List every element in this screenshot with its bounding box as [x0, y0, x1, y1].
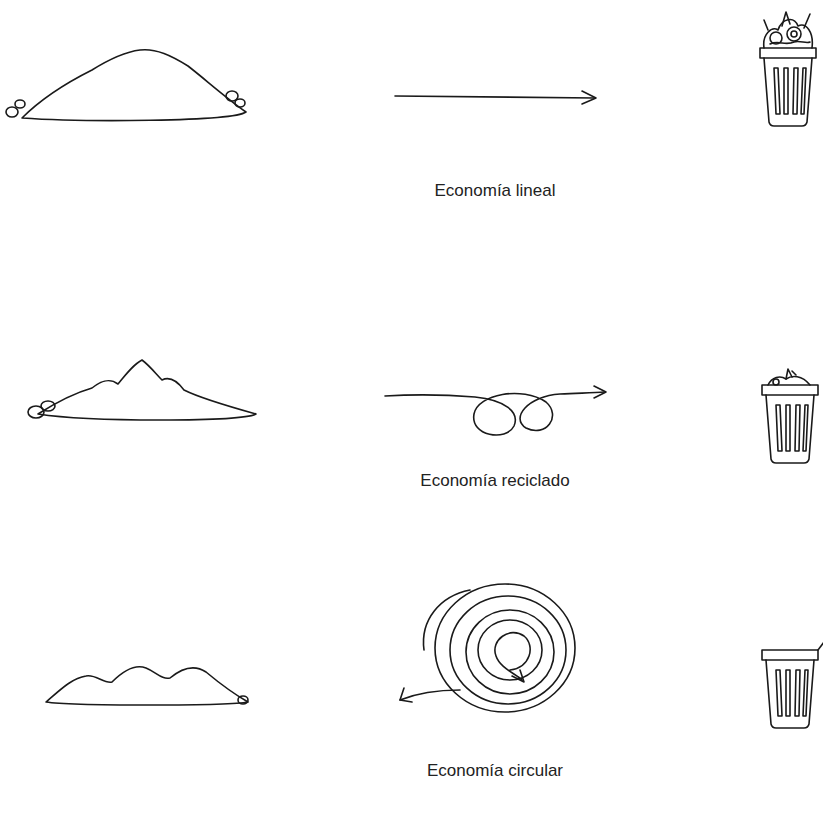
arrow-head [594, 386, 606, 398]
trash-bin [762, 385, 818, 463]
trash-item [786, 369, 796, 379]
empty-bin [762, 642, 823, 728]
half-bin [762, 369, 818, 463]
trash-item [791, 31, 797, 37]
resource-mound [6, 50, 246, 121]
trash-item [770, 41, 810, 44]
arrow-head [400, 688, 412, 702]
spiral-tail [400, 690, 460, 700]
trash-item [773, 379, 779, 385]
flow-arrow [395, 96, 595, 98]
resource-mound [46, 667, 248, 705]
flow-arrow [395, 91, 596, 104]
pebble [235, 99, 245, 107]
resource-mound [28, 360, 256, 420]
spiral-loop [435, 584, 575, 712]
arrow-head [582, 91, 596, 104]
spiral-loop [466, 610, 554, 694]
knotted-arrow [385, 392, 605, 435]
spiral-arrow [400, 584, 575, 712]
pebble [6, 107, 18, 117]
spiral-core [495, 633, 530, 680]
trash-item [787, 27, 801, 41]
full-bin [760, 12, 816, 126]
trash-pile [768, 377, 810, 385]
arrow-head [512, 670, 524, 682]
pebble [15, 100, 25, 108]
caption-label: Economía circular [345, 761, 645, 781]
spiral-loop [450, 596, 566, 704]
resource-mound [46, 667, 248, 705]
pebble [41, 401, 55, 411]
resource-mound [38, 360, 256, 420]
knotted-arrow [385, 386, 606, 435]
bin-lid [818, 642, 823, 650]
caption-label: Economía lineal [345, 181, 645, 201]
trash-bin [760, 48, 816, 126]
spiral-loop [478, 620, 542, 680]
pebble [238, 696, 248, 704]
resource-mound [22, 50, 246, 121]
trash-bin [762, 650, 818, 728]
caption-label: Economía reciclado [345, 471, 645, 491]
trash-item [782, 12, 790, 26]
trash-item [764, 14, 810, 30]
spiral-tail [423, 590, 470, 650]
